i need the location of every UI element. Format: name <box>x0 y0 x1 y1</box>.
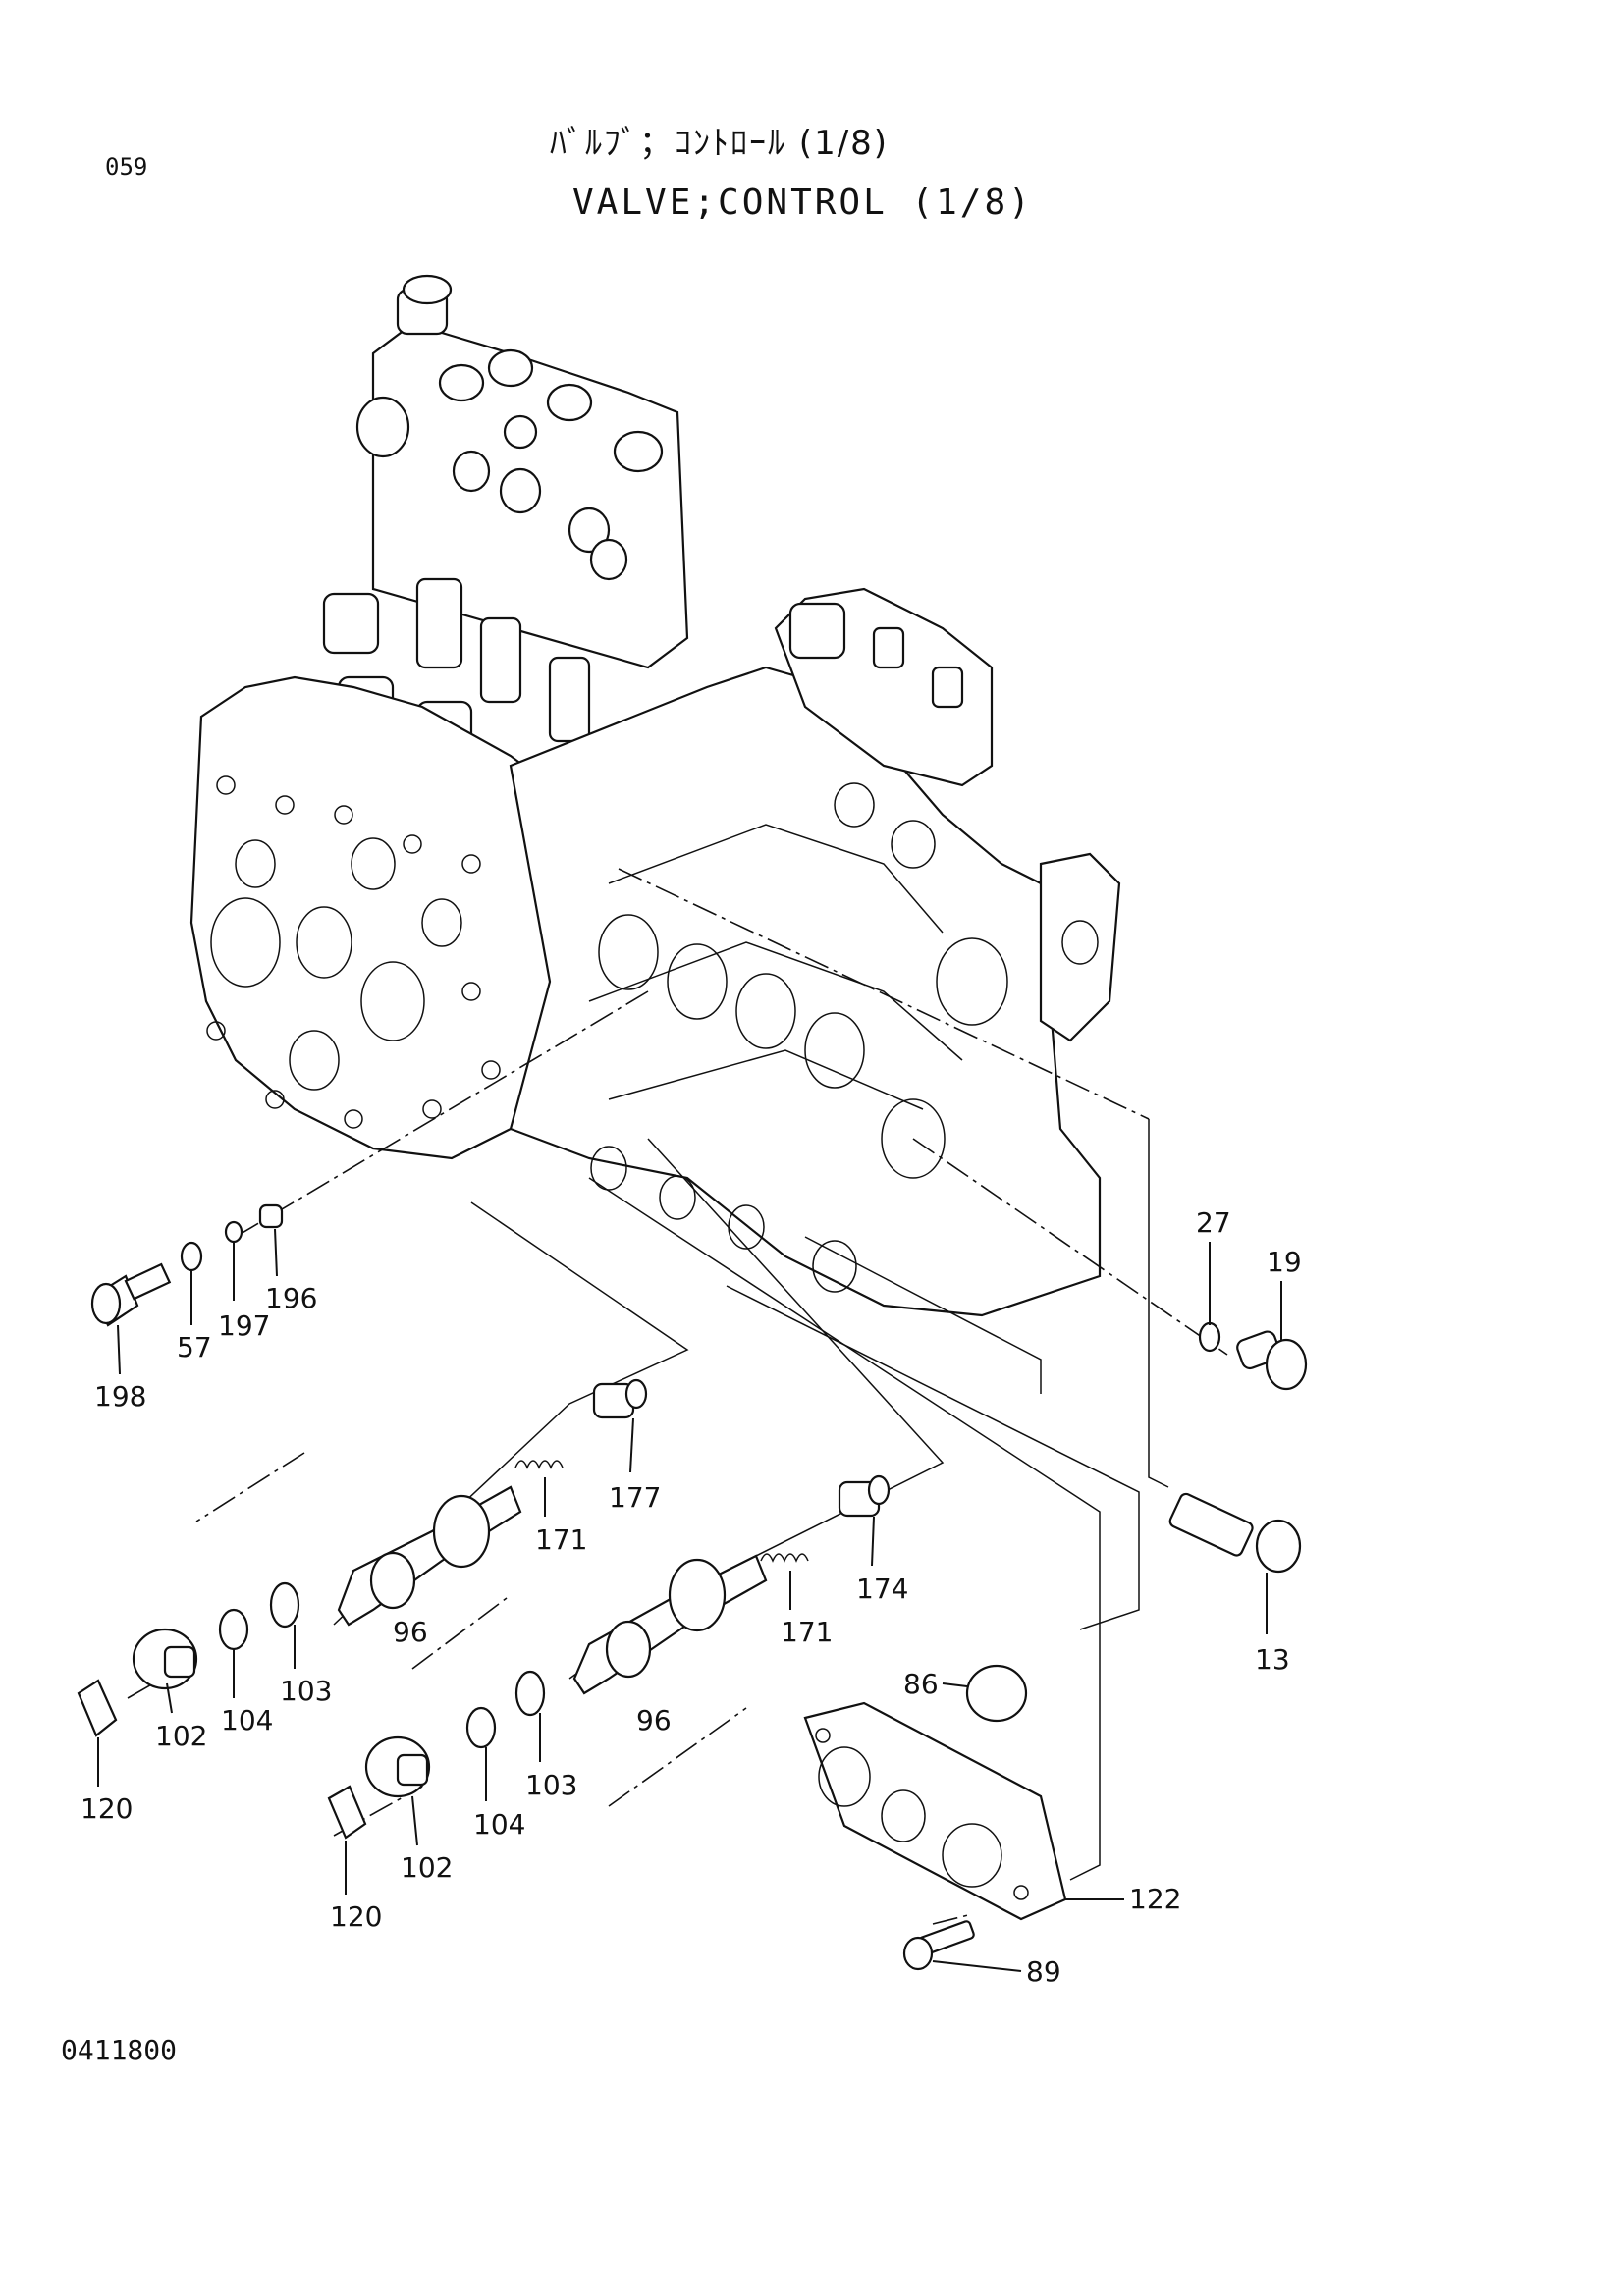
o-ring-103-b <box>514 1670 546 1717</box>
o-ring-86 <box>965 1664 1028 1723</box>
ring-197 <box>224 1220 243 1244</box>
callout-103-a: 103 <box>280 1675 332 1707</box>
callout-197: 197 <box>218 1309 270 1342</box>
callout-96-b: 96 <box>636 1704 672 1736</box>
callout-86: 86 <box>903 1668 939 1700</box>
callout-120-b: 120 <box>330 1900 382 1933</box>
leader-lines <box>97 1228 1282 1972</box>
cap-102-b <box>364 1735 431 1798</box>
callout-122: 122 <box>1129 1883 1181 1915</box>
callouts: 27 19 198 57 197 196 177 171 96 103 104 … <box>81 1206 1302 1988</box>
callout-27: 27 <box>1196 1206 1231 1239</box>
plug-177 <box>592 1378 648 1419</box>
callout-196: 196 <box>265 1282 317 1314</box>
cap-102-a <box>132 1628 198 1690</box>
bolt-13 <box>1168 1492 1302 1574</box>
sleeve-196 <box>258 1203 284 1229</box>
callout-171-a: 171 <box>535 1523 587 1556</box>
screw-89 <box>902 1920 975 1971</box>
plug-174 <box>838 1474 891 1518</box>
clip-120-a <box>77 1679 118 1737</box>
spring-171-b <box>760 1553 809 1563</box>
callout-96-a: 96 <box>393 1616 428 1648</box>
callout-57: 57 <box>177 1331 212 1363</box>
callout-19: 19 <box>1267 1246 1302 1278</box>
callout-102-a: 102 <box>155 1720 207 1752</box>
plug-198 <box>90 1262 172 1327</box>
o-ring-27 <box>1198 1321 1221 1353</box>
callout-104-a: 104 <box>221 1704 273 1736</box>
callout-89: 89 <box>1026 1955 1061 1988</box>
control-valve-body <box>189 274 1121 1317</box>
plug-19 <box>1236 1330 1308 1391</box>
o-ring-57 <box>180 1241 203 1272</box>
callout-198: 198 <box>94 1380 146 1413</box>
callout-102-b: 102 <box>401 1851 453 1884</box>
callout-104-b: 104 <box>473 1808 525 1841</box>
assembly-lines <box>127 868 1228 1925</box>
ring-104-a <box>218 1608 249 1651</box>
exploded-parts <box>77 1203 1308 1971</box>
callout-13: 13 <box>1255 1643 1290 1676</box>
title-english: VALVE;CONTROL (1/8) <box>572 183 1033 223</box>
cover-122 <box>803 1701 1067 1921</box>
drawing-number: 0411800 <box>61 2034 178 2066</box>
spool-96-b <box>572 1554 768 1695</box>
clip-120-b <box>327 1785 367 1840</box>
callout-177: 177 <box>609 1481 661 1514</box>
ring-104-b <box>465 1706 497 1749</box>
callout-103-b: 103 <box>525 1769 577 1801</box>
o-ring-103-a <box>269 1581 300 1629</box>
spool-96-a <box>337 1485 522 1627</box>
title-japanese: ﾊﾞﾙﾌﾞ；ｺﾝﾄﾛｰﾙ (1/8) <box>550 124 890 163</box>
callout-174: 174 <box>856 1573 908 1605</box>
callout-120-a: 120 <box>81 1792 133 1825</box>
page-number: 059 <box>105 153 148 181</box>
callout-171-b: 171 <box>781 1616 833 1648</box>
spring-171-a <box>514 1460 564 1469</box>
